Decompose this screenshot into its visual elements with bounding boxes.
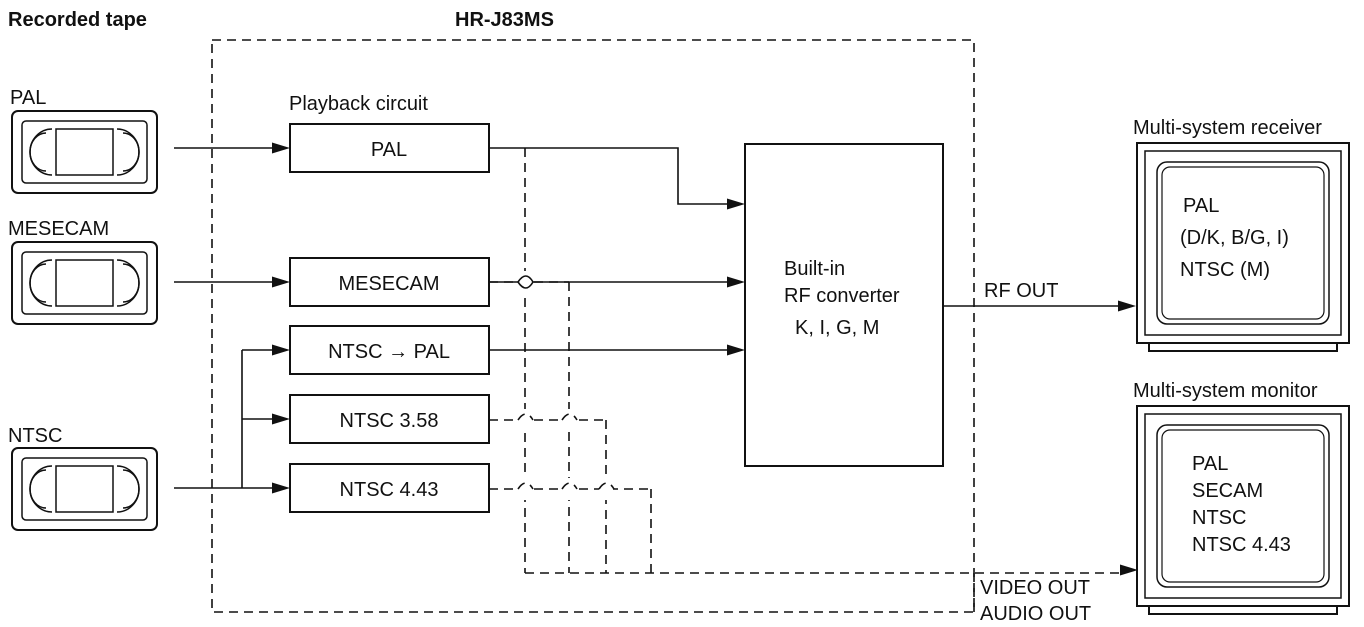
monitor-line4: NTSC 4.43: [1192, 534, 1291, 556]
mesecam-circuit-box: [289, 257, 490, 307]
vcr-enclosure: [211, 39, 975, 613]
receiver-line3: NTSC (M): [1180, 259, 1270, 281]
rf-converter-line2: RF converter: [784, 285, 900, 307]
model-label: HR-J83MS: [455, 9, 554, 31]
rf-converter-line1: Built-in: [784, 258, 845, 280]
audio-out-label: AUDIO OUT: [980, 603, 1091, 625]
ntsc443-circuit-label: NTSC 4.43: [340, 479, 439, 501]
ntsc443-circuit-box: [289, 463, 490, 513]
receiver-line2: (D/K, B/G, I): [1180, 227, 1289, 249]
receiver-line1: PAL: [1183, 195, 1219, 217]
rf-out-label: RF OUT: [984, 280, 1058, 302]
playback-circuit-label: Playback circuit: [289, 93, 428, 115]
ntsc-cassette-icon: [11, 447, 158, 531]
mesecam-circuit-label: MESECAM: [338, 273, 439, 295]
wire-crossover-bumps: [517, 271, 615, 500]
mesecam-cassette-icon: [11, 241, 158, 325]
tape-ntsc-label: NTSC: [8, 425, 62, 447]
receiver-title: Multi-system receiver: [1133, 117, 1322, 139]
pal-cassette-icon: [11, 110, 158, 194]
rf-converter-line3: K, I, G, M: [795, 317, 879, 339]
tape-mesecam-label: MESECAM: [8, 218, 109, 240]
monitor-line2: SECAM: [1192, 480, 1263, 502]
monitor-title: Multi-system monitor: [1133, 380, 1318, 402]
pal-circuit-label: PAL: [371, 139, 407, 161]
ntsc358-circuit-label: NTSC 3.58: [340, 410, 439, 432]
monitor-line3: NTSC: [1192, 507, 1246, 529]
video-out-label: VIDEO OUT: [980, 577, 1090, 599]
rf-input-lines: [489, 147, 745, 356]
tape-input-lines: [174, 142, 290, 494]
tape-pal-label: PAL: [10, 87, 46, 109]
monitor-line1: PAL: [1192, 453, 1228, 475]
ntsc358-circuit-box: [289, 394, 490, 444]
rf-converter-box: [744, 143, 944, 467]
pal-circuit-box: [289, 123, 490, 173]
recorded-tape-label: Recorded tape: [8, 9, 147, 31]
rf-out-arrow: [1118, 300, 1136, 312]
ntsc-to-pal-circuit-label: NTSC → PAL: [328, 341, 450, 363]
